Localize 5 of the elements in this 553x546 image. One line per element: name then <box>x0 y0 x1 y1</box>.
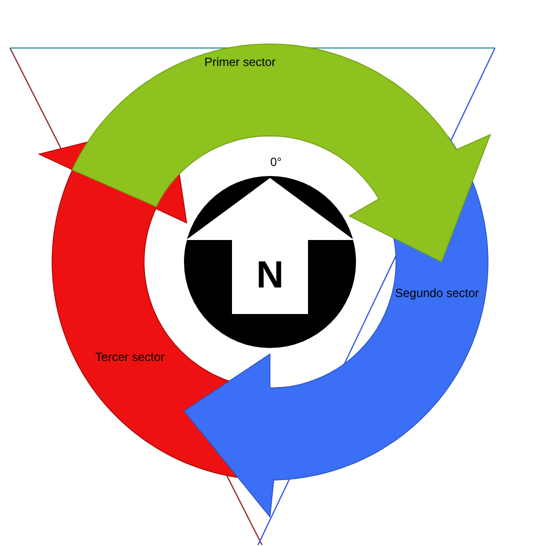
sector-label: Tercer sector <box>95 350 165 364</box>
sector-label: Primer sector <box>204 54 276 69</box>
compass-letter: N <box>256 254 284 298</box>
sector-label: Segundo sector <box>394 286 480 300</box>
degree-label: 0° <box>270 155 282 169</box>
